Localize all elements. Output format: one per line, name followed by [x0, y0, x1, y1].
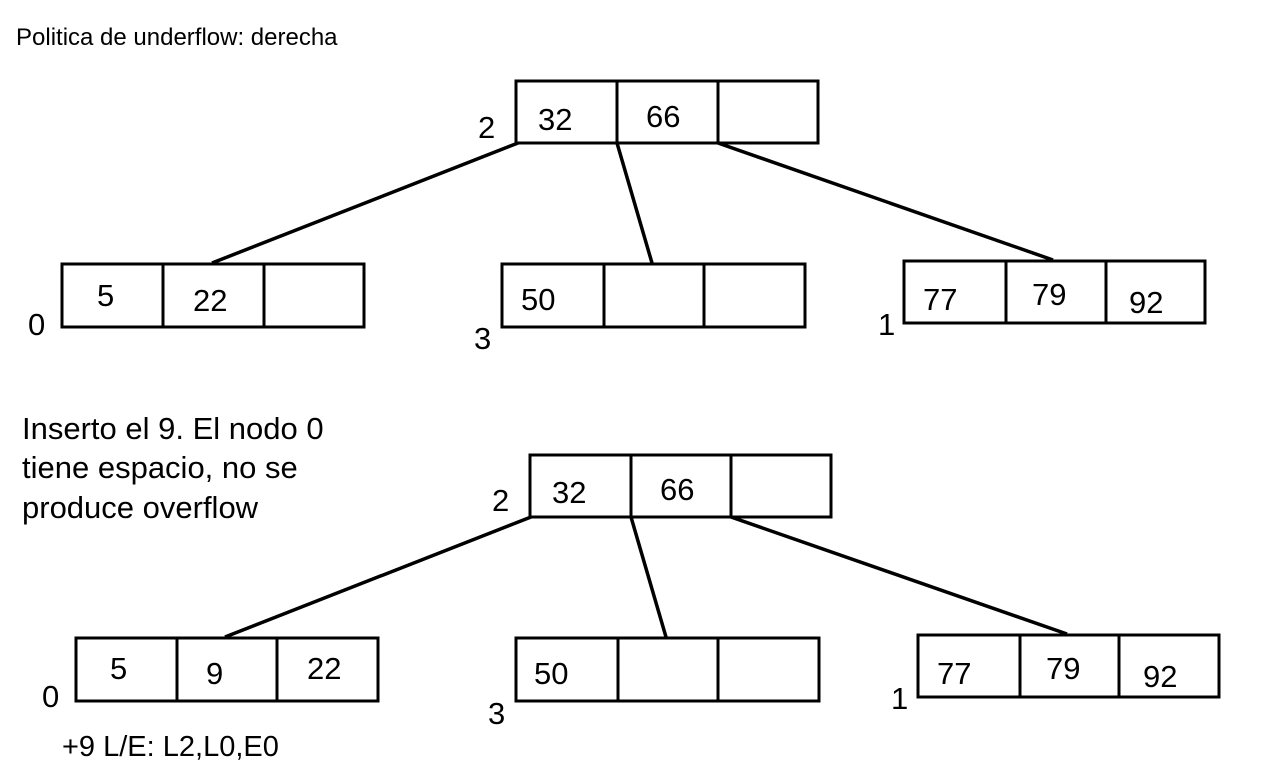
node-cell — [602, 262, 706, 329]
node-id-label: 2 — [478, 110, 495, 145]
node-cell — [629, 453, 733, 519]
node-cell — [262, 262, 366, 329]
edge-root-to-node-1 — [717, 141, 1054, 262]
node-key: 79 — [1032, 277, 1066, 312]
edge-root-to-node-1 — [730, 515, 1068, 636]
node-key: 77 — [937, 656, 971, 691]
node-id-label: 2 — [492, 483, 509, 518]
edge-root-to-node-0 — [224, 515, 532, 639]
node-key: 77 — [923, 282, 957, 317]
diagram-title: Politica de underflow: derecha — [16, 24, 338, 51]
node-cell — [175, 636, 279, 703]
node-id-label: 1 — [878, 307, 895, 342]
node-key: 66 — [660, 472, 694, 507]
tree-after-insert: 32 66 2 5 9 22 0 50 3 — [42, 453, 1221, 731]
node-cell — [74, 636, 179, 703]
node-cell — [514, 79, 619, 145]
tree-before-insert: 32 66 2 5 22 0 50 3 — [28, 79, 1207, 356]
node-id-label: 0 — [28, 307, 45, 342]
node-2: 32 66 2 — [492, 453, 833, 519]
node-cell — [60, 262, 165, 329]
step-note-line: tiene espacio, no se — [22, 450, 298, 485]
step-note: Inserto el 9. El nodo 0 tiene espacio, n… — [22, 411, 324, 525]
node-cell — [1117, 633, 1221, 699]
node-id-label: 0 — [42, 679, 59, 714]
node-cell — [1004, 259, 1108, 325]
node-3: 50 3 — [488, 636, 821, 731]
node-cell — [500, 262, 606, 329]
operation-log: +9 L/E: L2,L0,E0 — [62, 731, 279, 763]
node-key: 79 — [1046, 651, 1080, 686]
node-cell — [716, 636, 821, 703]
node-key: 92 — [1143, 659, 1177, 694]
step-note-line: Inserto el 9. El nodo 0 — [22, 411, 324, 446]
node-0: 5 9 22 0 — [42, 636, 380, 714]
node-key: 32 — [552, 475, 586, 510]
node-1: 77 79 92 1 — [891, 633, 1221, 716]
node-1: 77 79 92 1 — [878, 259, 1207, 342]
node-3: 50 3 — [474, 262, 807, 356]
node-cell — [902, 259, 1008, 325]
node-key: 22 — [307, 651, 341, 686]
edge-root-to-node-0 — [211, 141, 519, 265]
node-key: 92 — [1129, 285, 1163, 320]
node-cell — [616, 636, 720, 703]
node-cell — [702, 262, 807, 329]
node-id-label: 3 — [474, 321, 491, 356]
node-2: 32 66 2 — [478, 79, 820, 145]
node-cell — [716, 79, 820, 145]
node-key: 32 — [538, 102, 572, 137]
node-cell — [729, 453, 833, 519]
step-note-line: produce overflow — [22, 490, 259, 525]
node-cell — [1104, 259, 1207, 325]
node-key: 66 — [646, 99, 680, 134]
node-key: 22 — [193, 283, 227, 318]
node-cell — [1018, 633, 1121, 699]
node-cell — [275, 636, 380, 703]
edge-root-to-node-3 — [615, 142, 654, 264]
node-0: 5 22 0 — [28, 262, 366, 342]
node-id-label: 1 — [891, 681, 908, 716]
edge-root-to-node-3 — [629, 516, 668, 638]
node-key: 9 — [206, 656, 223, 691]
node-key: 5 — [97, 278, 114, 313]
node-cell — [514, 636, 620, 703]
node-cell — [615, 79, 720, 145]
node-key: 50 — [521, 282, 555, 317]
node-key: 50 — [534, 656, 568, 691]
node-id-label: 3 — [488, 696, 505, 731]
node-key: 5 — [110, 651, 127, 686]
